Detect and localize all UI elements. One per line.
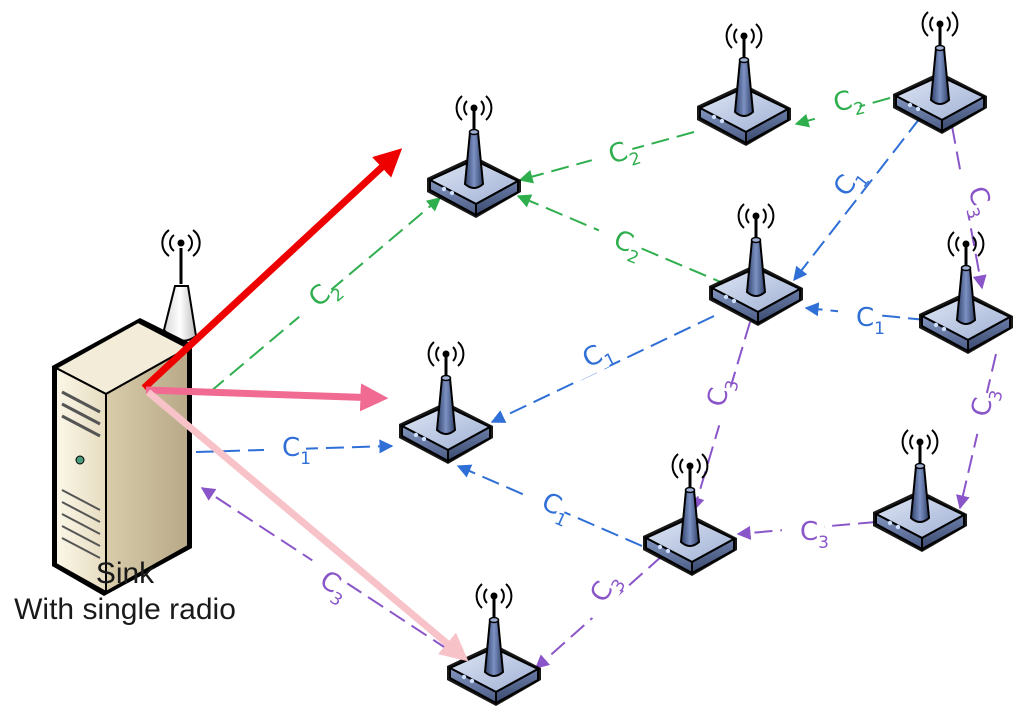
router-bottom-middle — [641, 452, 739, 578]
svg-text:C1: C1 — [282, 433, 311, 469]
link-c1-b — [490, 315, 715, 423]
link-c2-a — [209, 197, 442, 393]
link-c1-a — [195, 439, 394, 454]
label-c3: C3 — [954, 166, 997, 222]
link-c1-e — [456, 464, 643, 547]
sink-title: Sink — [95, 557, 155, 590]
sink-arrow-light-pink — [145, 389, 469, 662]
router-center — [707, 202, 805, 328]
label-c3: C3 — [298, 555, 351, 611]
label-c3: C3 — [782, 517, 829, 553]
label-c3: C3 — [698, 378, 744, 428]
label-c2: C2 — [291, 279, 349, 331]
sink-caption: Sink With single radio — [0, 556, 250, 628]
link-c1-c — [793, 117, 921, 282]
router-top-middle — [695, 22, 793, 148]
svg-text:C1: C1 — [856, 303, 885, 339]
label-c2: C2 — [588, 135, 644, 178]
svg-text:C1: C1 — [535, 487, 576, 532]
label-c2: C2 — [592, 218, 643, 269]
router-right — [917, 230, 1015, 356]
label-c3: C3 — [575, 571, 630, 624]
sink-server — [52, 229, 201, 596]
link-c2-c — [794, 97, 891, 128]
router-top-left — [425, 94, 523, 220]
label-c3: C3 — [962, 388, 1008, 438]
label-c1: C1 — [520, 480, 576, 532]
label-c1: C1 — [562, 337, 620, 384]
label-c1: C1 — [838, 303, 885, 339]
svg-text:C3: C3 — [800, 517, 829, 553]
sink-arrow-pink — [145, 383, 389, 412]
label-c1: C1 — [264, 433, 311, 469]
router-top-right — [891, 10, 989, 136]
link-c3-e — [690, 321, 751, 512]
label-c1: C1 — [817, 165, 874, 218]
label-c2: C2 — [813, 84, 867, 125]
router-bottom-left — [445, 582, 543, 708]
sink-arrow-red — [141, 148, 403, 391]
sink-subtitle: With single radio — [14, 593, 236, 626]
router-bottom-right — [871, 428, 969, 554]
